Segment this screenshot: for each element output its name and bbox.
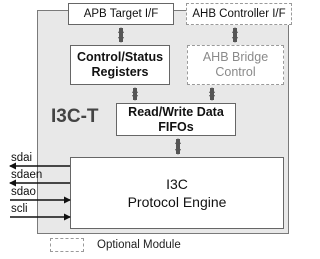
fifos-line-2: FIFOs xyxy=(158,119,194,134)
control-status-registers: Control/Status Registers xyxy=(70,45,170,85)
signal-scli-label: scli xyxy=(11,203,28,215)
ahb-bridge-control: AHB Bridge Control xyxy=(187,45,284,85)
engine-line-2: Protocol Engine xyxy=(127,194,227,210)
signal-sdao-label: sdao xyxy=(11,186,36,198)
signal-sdaen-label: sdaen xyxy=(11,169,43,181)
csr-line-2: Registers xyxy=(91,65,149,79)
block-title: I3C-T xyxy=(51,106,99,127)
csr-line-1: Control/Status xyxy=(76,50,164,64)
i3c-protocol-engine: I3C Protocol Engine xyxy=(70,157,284,229)
apb-target-interface: APB Target I/F xyxy=(68,3,174,25)
legend-label: Optional Module xyxy=(97,239,181,251)
engine-line-1: I3C xyxy=(166,176,188,192)
read-write-data-fifos: Read/Write Data FIFOs xyxy=(116,103,236,136)
legend-dashed-swatch xyxy=(50,238,84,252)
connection-arrows xyxy=(9,27,238,221)
signal-sdai-label: sdai xyxy=(11,152,33,164)
ahb-controller-interface: AHB Controller I/F xyxy=(186,3,292,25)
ahb-bridge-line-2: Control xyxy=(215,65,256,79)
fifos-line-1: Read/Write Data xyxy=(128,104,224,119)
ahb-bridge-line-1: AHB Bridge xyxy=(202,50,269,64)
